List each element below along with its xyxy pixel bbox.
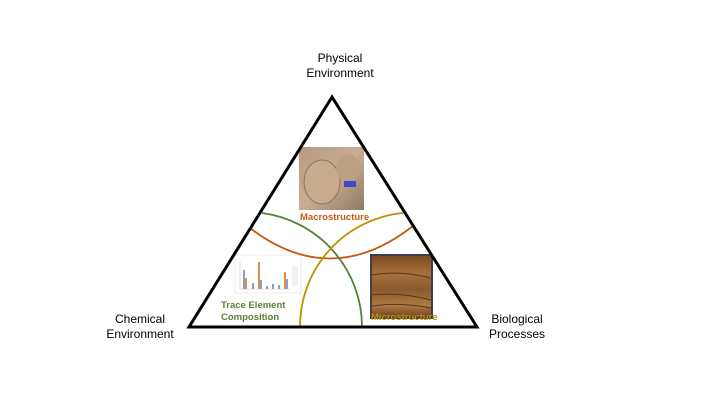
label-line: Environment xyxy=(106,327,174,341)
label-line: Biological xyxy=(491,312,543,326)
label-line: Physical xyxy=(317,51,363,65)
microstructure-photo xyxy=(370,254,433,319)
trace-element-arc xyxy=(261,212,363,328)
trace-element-chart-thumbnail xyxy=(234,254,302,294)
macrostructure-arc xyxy=(249,225,414,260)
macrostructure-photo xyxy=(299,147,364,210)
vertex-label-biological-processes: Biological Processes xyxy=(489,312,545,342)
vertex-label-physical-environment: Physical Environment xyxy=(306,51,373,81)
trace-element-composition-label: Trace Element Composition xyxy=(221,300,285,324)
macrostructure-label: Macrostructure xyxy=(300,212,370,223)
label-line: Trace Element xyxy=(221,300,286,311)
triangle-outline xyxy=(186,94,480,329)
label-line: Environment xyxy=(306,66,374,80)
vertex-label-chemical-environment: Chemical Environment xyxy=(106,312,173,342)
label-line: Chemical xyxy=(114,312,165,326)
label-line: Processes xyxy=(488,327,546,341)
microstructure-arc xyxy=(299,212,404,328)
label-line: Composition xyxy=(221,312,280,323)
microstructure-label: Microstructure xyxy=(371,312,438,323)
